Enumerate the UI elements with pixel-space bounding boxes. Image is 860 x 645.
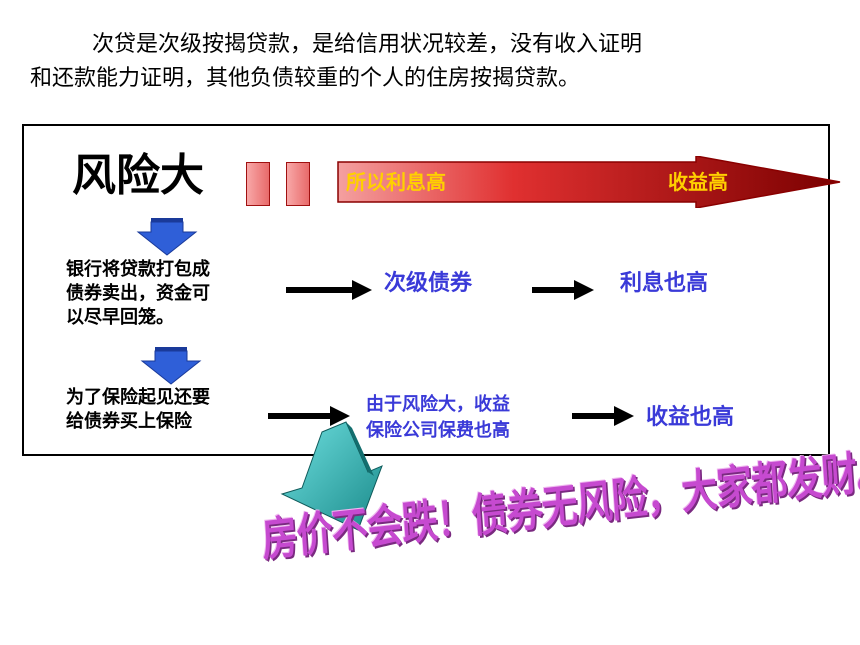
- intro-line-2: 和还款能力证明，其他负债较重的个人的住房按揭贷款。: [30, 66, 581, 91]
- row1-arrow-2: [532, 280, 594, 300]
- row2-end-label: 收益也高: [646, 405, 735, 430]
- pink-block-2: [286, 162, 310, 206]
- row1-end-label: 利息也高: [620, 271, 709, 296]
- row1-text: 银行将贷款打包成 债券卖出，资金可 以尽早回笼。: [66, 258, 210, 330]
- teal-arrow: [280, 421, 383, 531]
- down-arrow-1: [136, 218, 198, 256]
- risk-arrow-right-label: 收益高: [668, 170, 728, 194]
- row1-arrow-1: [286, 280, 372, 300]
- row2-mid-text: 由于风险大，收益 保险公司保费也高: [366, 392, 510, 444]
- intro-line-1: 次贷是次级按揭贷款，是给信用状况较差，没有收入证明: [92, 32, 643, 57]
- row1-line-2: 债券卖出，资金可: [66, 283, 210, 304]
- row2-arrow-1: [268, 406, 350, 426]
- row1-line-3: 以尽早回笼。: [66, 307, 174, 328]
- row2-line-2: 给债券买上保险: [66, 411, 192, 432]
- row1-line-1: 银行将贷款打包成: [66, 259, 210, 280]
- row1-mid-label: 次级债券: [384, 271, 473, 296]
- row2-text: 为了保险起见还要 给债券买上保险: [66, 386, 210, 434]
- risk-title: 风险大: [72, 150, 204, 201]
- row2-line-1: 为了保险起见还要: [66, 387, 210, 408]
- risk-arrow: [337, 156, 841, 208]
- intro-paragraph: 次贷是次级按揭贷款，是给信用状况较差，没有收入证明 和还款能力证明，其他负债较重…: [30, 28, 830, 96]
- row2-arrow-2: [572, 406, 634, 426]
- pink-block-1: [246, 162, 270, 206]
- row2-mid-line-2: 保险公司保费也高: [366, 420, 510, 441]
- down-arrow-2: [140, 347, 202, 385]
- row2-mid-line-1: 由于风险大，收益: [366, 394, 510, 415]
- risk-arrow-left-label: 所以利息高: [346, 170, 446, 194]
